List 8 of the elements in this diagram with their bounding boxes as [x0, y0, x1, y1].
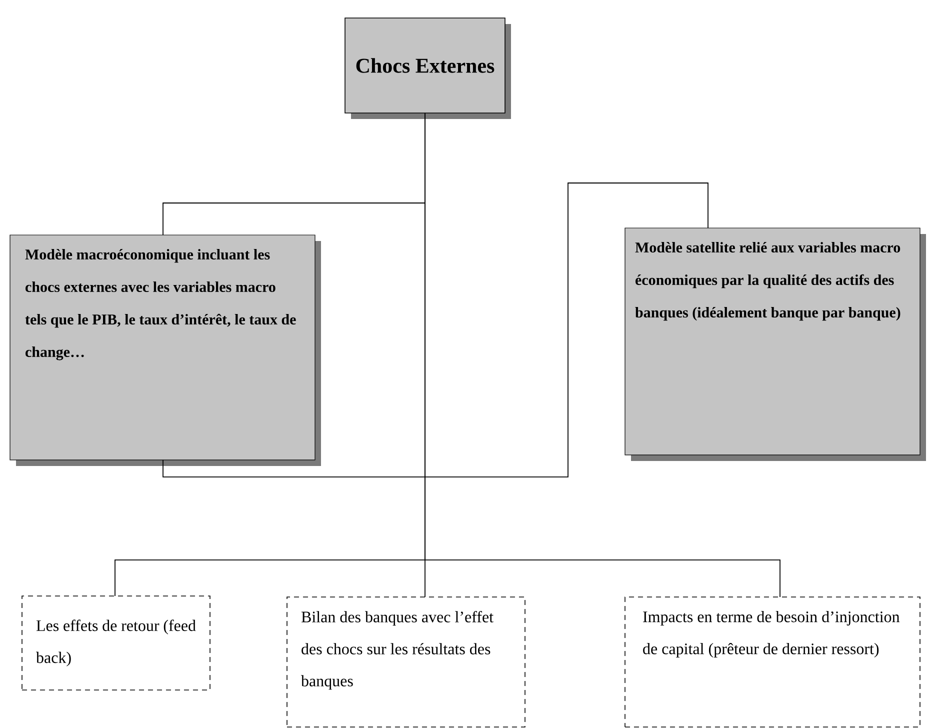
shaded-box: Modèle macroéconomique incluant les chocs externes avec les variables macro tels que le PIB, le taux d’intérêt, le taux de change… [10, 234, 321, 466]
shaded-box: Modèle satellite relié aux variables macro économiques par la qualité des actifs des banques (idéalement banque par banque) [624, 228, 926, 461]
connector-line [162, 182, 708, 478]
dashed-box: Les effets de retour (feed back) [22, 596, 210, 690]
title-box: Chocs Externes [344, 18, 511, 119]
connector-line [424, 112, 780, 598]
dashed-box: Impacts en terme de besoin d’injonction de capital (prêteur de dernier ressort) [624, 596, 920, 728]
dashed-box: Bilan des banques avec l’effet des chocs sur les résultats des banques [286, 596, 526, 728]
